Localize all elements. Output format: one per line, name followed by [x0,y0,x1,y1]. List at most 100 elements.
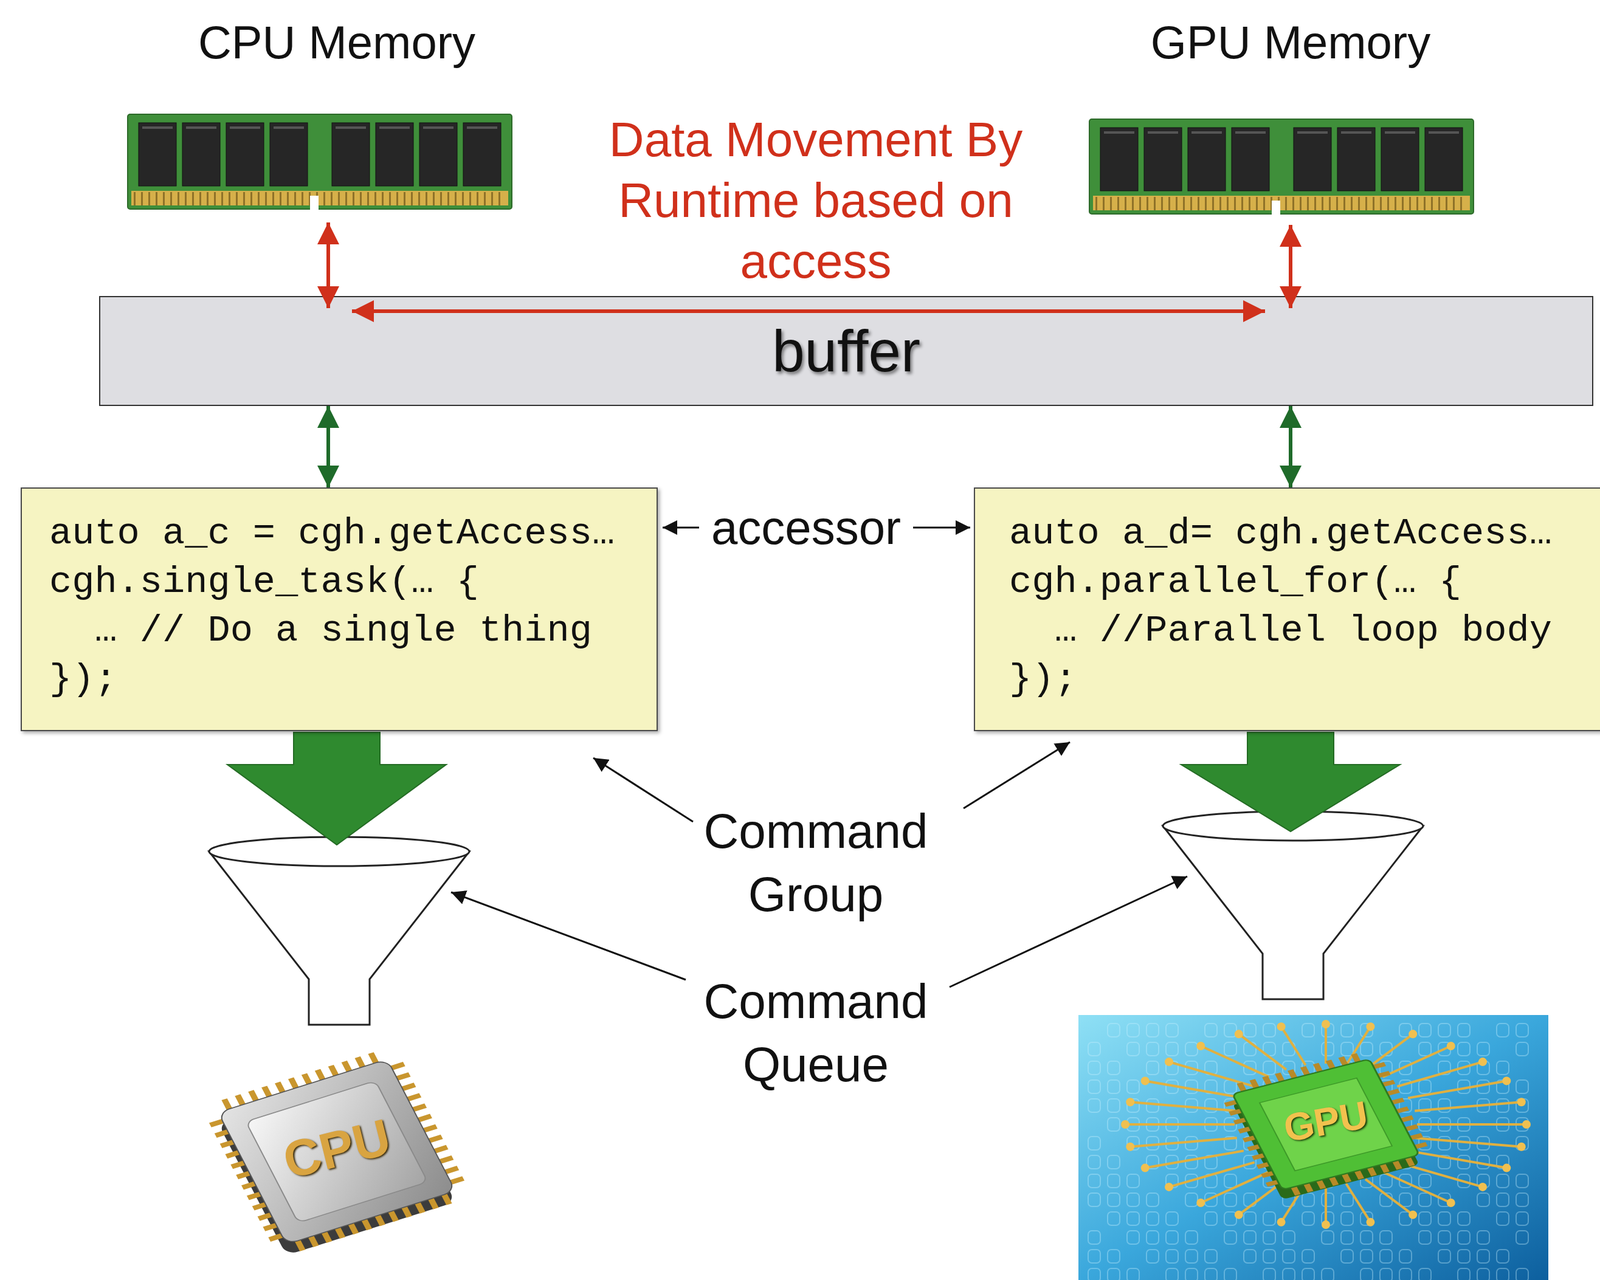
binary-pattern [1341,1193,1354,1207]
contact-gap [330,192,333,206]
binary-pattern [1477,1193,1490,1207]
binary-pattern [1399,1117,1412,1132]
contact-gap [1153,196,1156,211]
chip-pin [444,1176,465,1187]
trace-pad [1196,1041,1205,1051]
binary-pattern [1263,1155,1276,1169]
binary-pattern [1379,1042,1393,1056]
chip-label: GPU [1249,1086,1402,1158]
gpu-body [1232,1058,1420,1190]
contact-gap [337,192,340,206]
binary-pattern [1399,1212,1412,1226]
binary-pattern [1204,1268,1218,1280]
binary-pattern [1088,1249,1101,1264]
binary-pattern [1107,1268,1120,1280]
contact-gap [1161,196,1163,211]
accessor-arrow [1288,406,1293,488]
binary-pattern [1516,1080,1529,1094]
chip-pin [1408,1142,1428,1151]
chip-pin [225,1148,246,1160]
binary-pattern [1477,1042,1490,1056]
data-movement-arrow [1288,224,1293,309]
binary-pattern [1204,1155,1218,1169]
contact-gap [199,192,202,206]
trace-pad [1234,1029,1244,1039]
contact-gap [192,192,194,206]
binary-pattern [1107,1155,1120,1169]
memory-chip [1100,127,1138,191]
binary-pattern [1516,1231,1529,1245]
trace-pad [1408,1210,1418,1220]
leader-line [913,527,971,529]
binary-pattern [1321,1193,1334,1207]
contact-gap [1336,196,1338,211]
contact-gap [1204,196,1207,211]
leader-line [593,758,694,822]
binary-pattern [1457,1174,1470,1188]
chip-pin [1242,1134,1263,1143]
memory-chip [1187,127,1226,191]
memory-chip [138,122,177,187]
chip-pin [406,1103,427,1114]
binary-pattern [1224,1174,1237,1188]
chip-pin [359,1214,373,1231]
chip-highlight [186,126,217,129]
binary-pattern [1438,1212,1451,1226]
memory-chip [1337,127,1376,191]
cpu-side [218,1070,456,1256]
contact-gap [1095,196,1098,211]
binary-pattern [1360,1136,1373,1151]
chip-pin [292,1235,306,1252]
chip-pin [235,1169,256,1180]
contact-gap [184,192,187,206]
binary-pattern [1516,1193,1529,1207]
binary-pattern [1457,1155,1470,1169]
chip-pin [1224,1098,1244,1107]
binary-pattern [1263,1061,1276,1075]
circuit-trace [1396,1162,1483,1188]
binary-pattern [1088,1042,1101,1056]
contact-gap [447,192,450,206]
binary-pattern [1224,1117,1237,1132]
code-line: cgh.single_task(… { [49,558,480,607]
chip-pin [1339,1169,1352,1183]
contact-gap [323,192,326,206]
binary-pattern [1263,1117,1276,1132]
binary-pattern [1224,1042,1237,1056]
binary-pattern [1263,1268,1276,1280]
circuit-trace [1365,1179,1413,1216]
contact-gap [279,192,282,206]
trace-pad [1141,1164,1150,1173]
contact-gap [432,192,435,206]
gold-contacts [131,190,509,206]
chip-pin [341,1060,355,1077]
contact-gap [1416,196,1419,211]
binary-pattern [1379,1174,1393,1188]
binary-pattern [1088,1136,1101,1151]
buffer-label: buffer [772,317,921,385]
leader-line [451,892,686,980]
contact-gap [476,192,479,206]
binary-pattern [1165,1249,1179,1264]
circuit-trace [1324,1024,1328,1064]
contact-gap [454,192,457,206]
circuit-trace [1130,1137,1237,1147]
chip-pin [1377,1159,1390,1174]
chip-highlight [1147,131,1179,134]
binary-pattern [1418,1099,1432,1113]
binary-pattern [1399,1174,1412,1188]
buffer-band: buffer [99,296,1594,407]
binary-pattern [1379,1061,1393,1075]
binary-pattern [1146,1042,1159,1056]
contact-gap [148,192,151,206]
chip-pin [1228,1107,1249,1117]
binary-pattern [1418,1212,1432,1226]
contact-gap [155,192,158,206]
contact-gap [1255,196,1258,211]
contact-gap [1190,196,1193,211]
binary-pattern [1516,1117,1529,1132]
circuit-trace [1168,1162,1255,1188]
chip-pin [261,1085,275,1102]
trace-pad [1446,1198,1456,1208]
chip-pin [1260,1169,1281,1179]
